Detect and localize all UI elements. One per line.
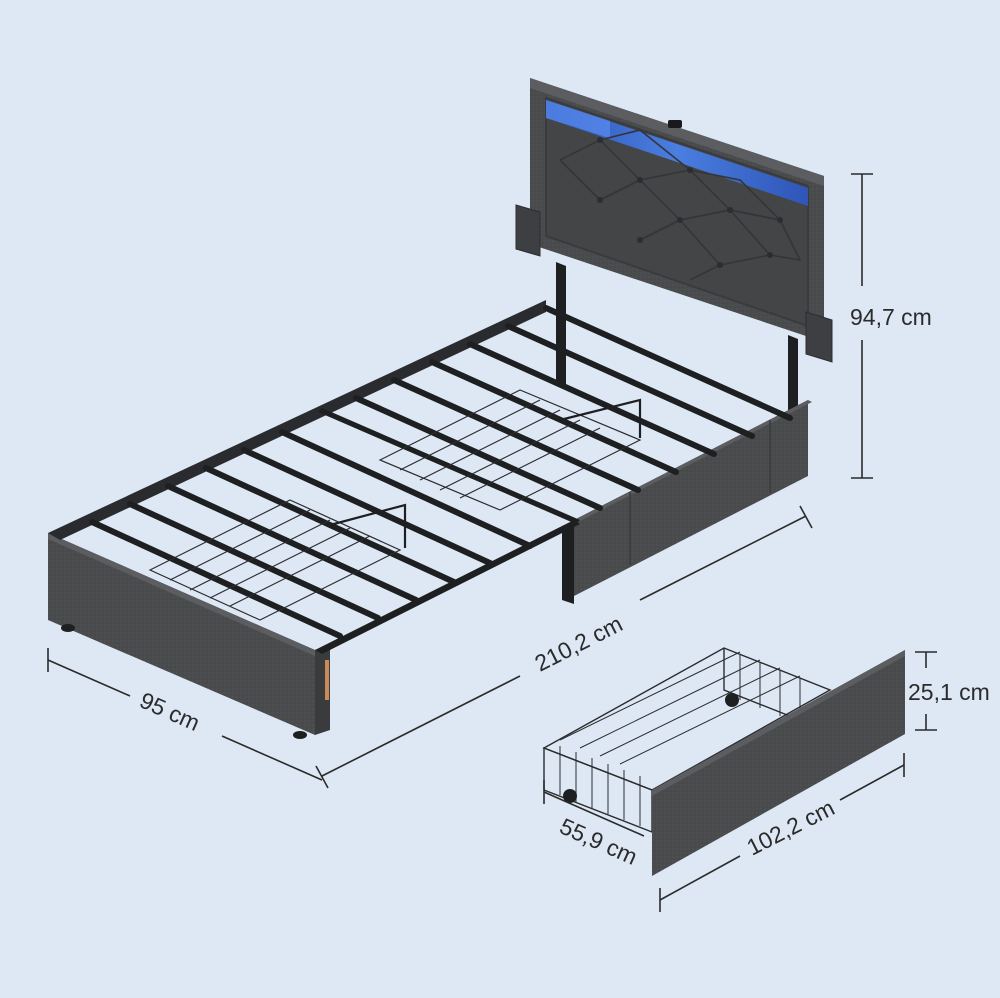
side-pocket-left [515,204,541,257]
dimension-bed-width [47,648,323,781]
drawer-caster-front [563,789,577,803]
drawer-caster-back [725,693,739,707]
storage-drawer-illustration [542,647,905,876]
bed-left-rail [48,300,546,540]
dimension-bed-length [315,505,813,789]
dimension-drawer-height [915,651,937,731]
dimension-headboard-height [851,173,873,479]
under-bed-baskets [148,389,642,621]
side-pocket-right [805,311,833,363]
label-drawer-width: 55,9 cm [556,813,641,870]
label-bed-width: 95 cm [136,687,204,736]
headboard [515,78,833,363]
label-bed-length: 210,2 cm [530,610,626,676]
dimension-drawer-width [543,780,645,837]
bed-slats [89,305,793,639]
drawer-front-panel [652,650,905,876]
usb-port [668,120,682,128]
bed-frame-illustration [48,78,833,739]
dimension-drawer-length [659,753,905,912]
bed-footboard [48,533,330,739]
bed-front-rail [315,520,580,654]
bed-side-rail [562,400,812,604]
led-light-strip [546,100,808,206]
label-drawer-height: 25,1 cm [908,679,990,705]
label-headboard-height: 94,7 cm [850,304,932,330]
dimension-lines [47,173,937,912]
